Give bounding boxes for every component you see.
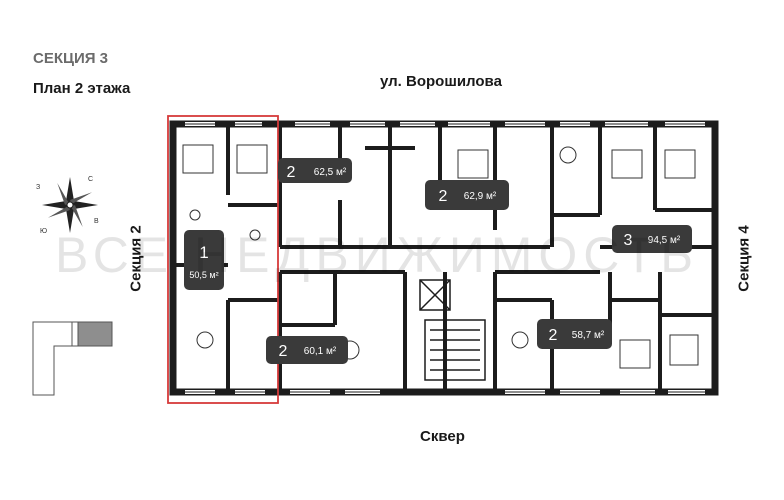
apartment-rooms: 2: [549, 327, 558, 344]
section-title: СЕКЦИЯ 3: [33, 50, 109, 67]
apartment-badge-60-1[interactable]: 2 60,1 м²: [266, 336, 348, 364]
apartment-area: 94,5 м²: [648, 235, 681, 246]
apartment-badge-62-9[interactable]: 2 62,9 м²: [425, 180, 509, 210]
apartment-rooms: 3: [624, 232, 633, 249]
interior-walls: [173, 124, 715, 392]
apartment-badge-58-7[interactable]: 2 58,7 м²: [537, 319, 612, 349]
street-label-bottom: Сквер: [420, 428, 465, 445]
minimap-active-section: [77, 321, 113, 347]
stairwell: [419, 279, 486, 381]
apartment-badge-50-5[interactable]: 1 50,5 м²: [184, 230, 224, 290]
apartment-rooms: 2: [439, 188, 448, 205]
apartment-area: 60,1 м²: [304, 346, 337, 357]
apartment-area: 62,5 м²: [314, 167, 347, 178]
street-label-top: ул. Ворошилова: [380, 73, 502, 90]
building-outline: [169, 120, 719, 396]
compass-s-label: Ю: [40, 228, 47, 235]
compass-n-label: С: [88, 176, 93, 183]
furniture: [182, 144, 699, 369]
apartment-rooms: 2: [279, 343, 288, 360]
floor-plan-title: План 2 этажа: [33, 80, 131, 97]
apartment-badge-94-5[interactable]: 3 94,5 м²: [612, 225, 692, 253]
apartment-area: 62,9 м²: [464, 191, 497, 202]
apartment-badge-62-5[interactable]: 2 62,5 м²: [278, 158, 352, 183]
watermark: ВСЕ НЕДВИЖИМОСТЬ: [55, 227, 700, 283]
selected-apartment-highlight[interactable]: [167, 115, 279, 404]
building-minimap: [32, 321, 113, 396]
compass-e-label: В: [94, 218, 99, 225]
apartment-rooms: 1: [199, 243, 208, 262]
apartment-area: 58,7 м²: [572, 330, 605, 341]
apartment-area: 50,5 м²: [189, 270, 218, 280]
apartment-rooms: 2: [287, 164, 296, 181]
compass-w-label: З: [36, 184, 40, 191]
